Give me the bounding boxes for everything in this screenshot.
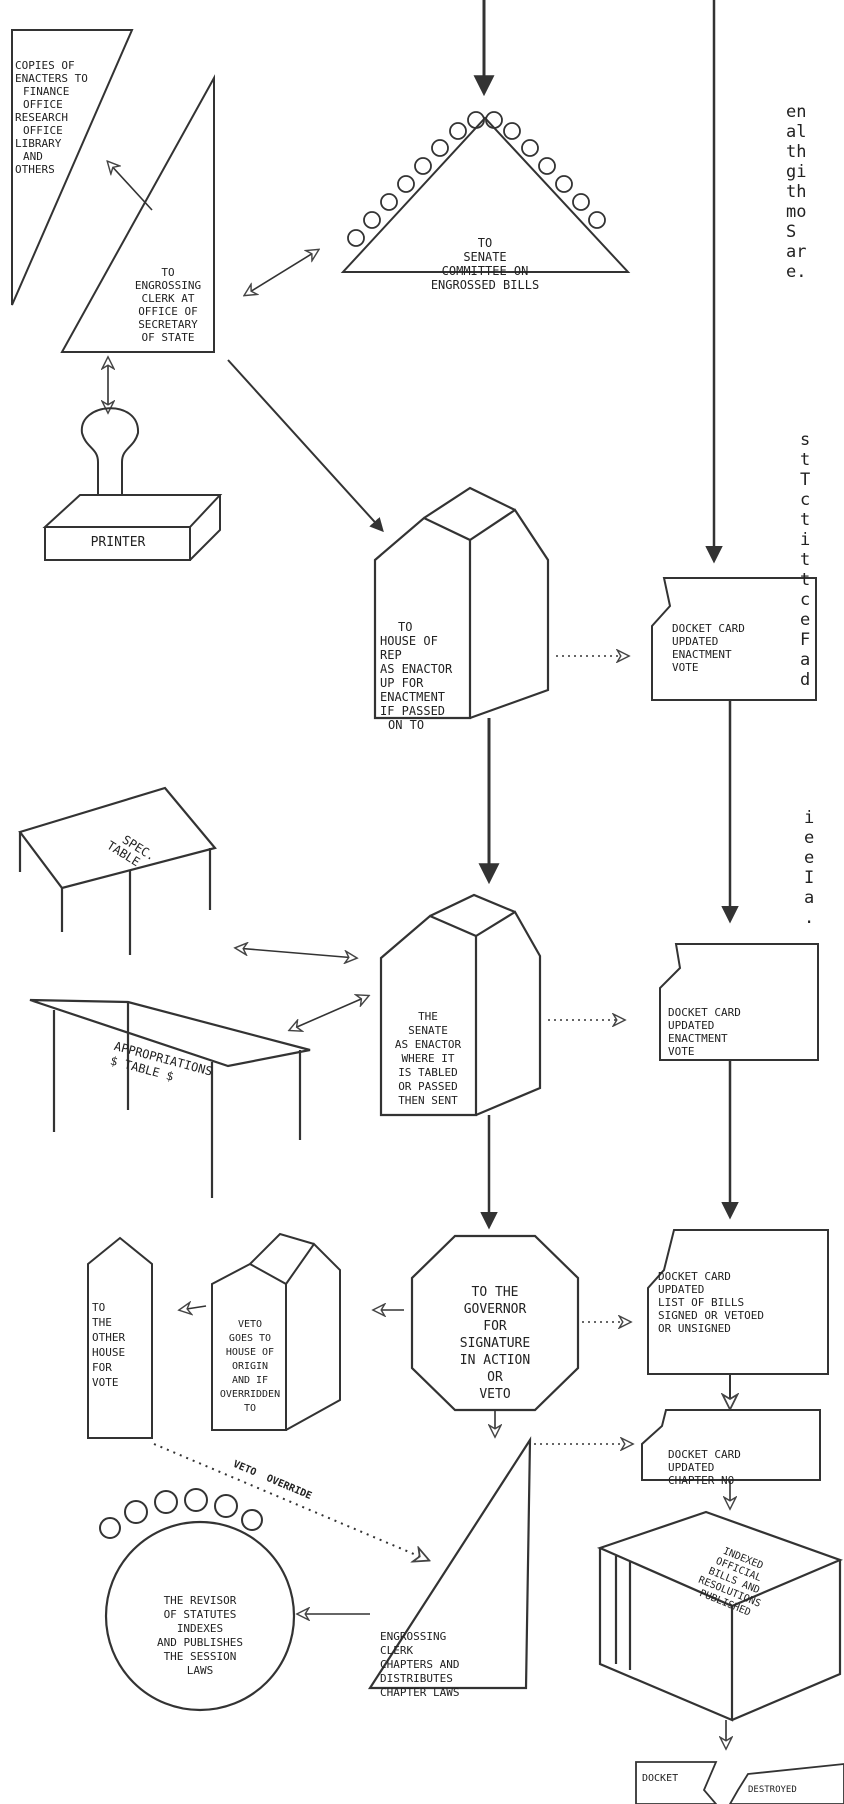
final-destroyed-label: DESTROYED	[748, 1784, 797, 1797]
arrow-senate-spec-table	[236, 948, 356, 958]
arrow-clerk-to-house	[228, 360, 382, 530]
arrow-veto-other	[180, 1306, 206, 1310]
arrow-clerk-committee	[245, 250, 318, 295]
arrow-to-copies	[108, 162, 152, 210]
printer-label: PRINTER	[58, 536, 178, 549]
arrow-senate-approp-table	[290, 996, 368, 1030]
final-docket-label: DOCKET	[642, 1772, 678, 1785]
veto-override-dotted	[154, 1444, 428, 1560]
